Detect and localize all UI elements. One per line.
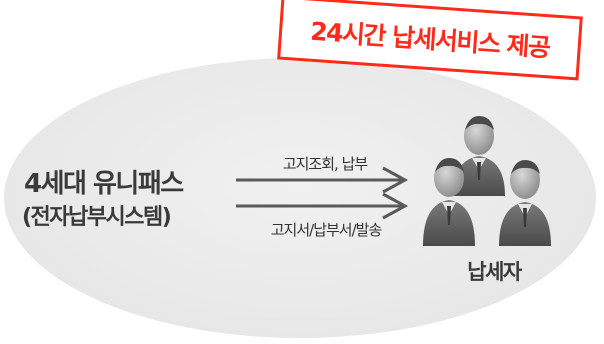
arrow-top (236, 166, 409, 194)
arrow-label-inquiry: 고지조회, 납부 (282, 155, 368, 173)
background-ellipse (4, 58, 596, 338)
taxpayer-label: 납세자 (467, 260, 522, 284)
arrow-label-notice: 고지서/납부서/발송 (270, 221, 383, 239)
person-right (499, 160, 551, 246)
people-group-icon (423, 116, 551, 246)
system-subtitle: (전자납부시스템) (22, 205, 172, 230)
person-left (423, 158, 475, 246)
person-back (453, 116, 505, 196)
system-title: 4세대 유니패스 (24, 169, 184, 199)
arrow-bottom (236, 192, 409, 220)
